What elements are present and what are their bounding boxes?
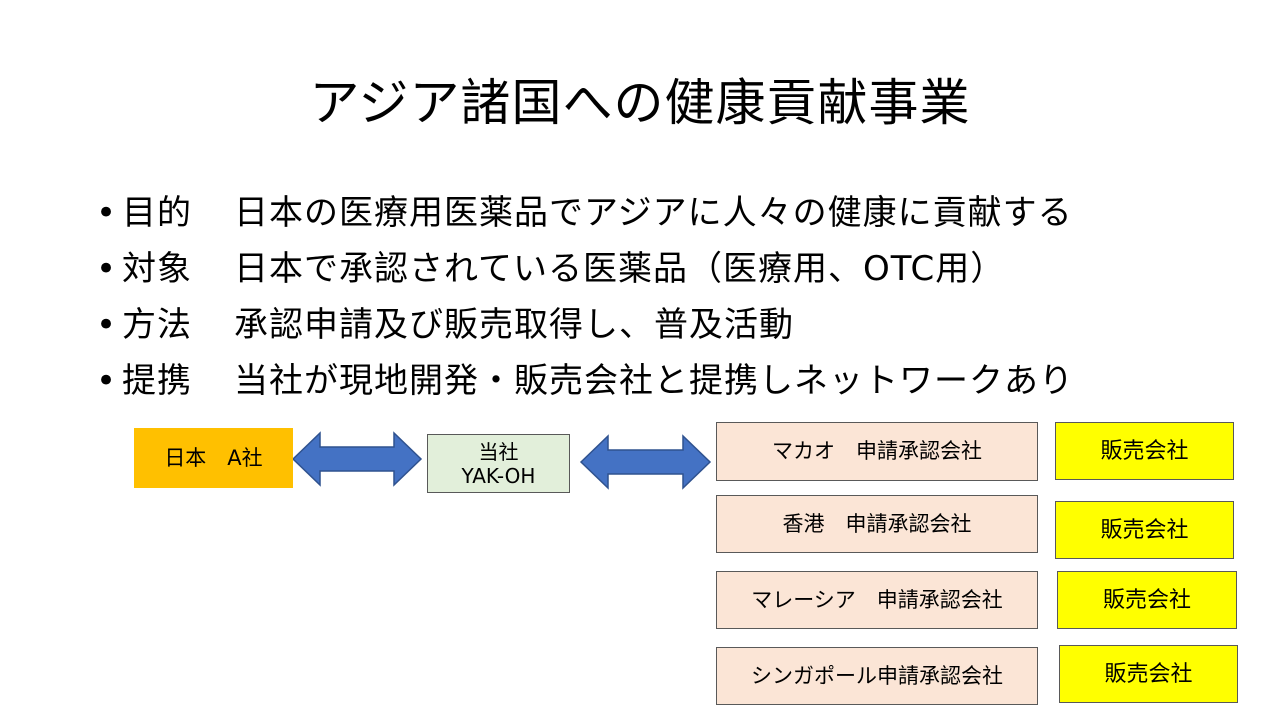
approval-company-label: 香港 申請承認会社 — [782, 511, 972, 536]
slide-title: アジア諸国への健康貢献事業 — [309, 74, 971, 132]
approval-company-label: マレーシア 申請承認会社 — [751, 587, 1003, 612]
japan-company-label: 日本 A社 — [164, 445, 263, 470]
approval-company-singapore: シンガポール申請承認会社 — [716, 647, 1038, 705]
bullet-key: 方法 — [122, 305, 192, 345]
bullet-key: 対象 — [122, 249, 192, 289]
approval-company-hongkong: 香港 申請承認会社 — [716, 495, 1038, 553]
double-arrow-japan-ownco — [291, 431, 423, 487]
sales-company-label: 販売会社 — [1102, 587, 1191, 613]
bullet-marker: • — [96, 361, 118, 401]
bullet-text: 日本の医療用医薬品でアジアに人々の健康に貢献する — [234, 193, 1073, 233]
sales-company-label: 販売会社 — [1100, 438, 1189, 464]
bullet-item-purpose: •目的 日本の医療用医薬品でアジアに人々の健康に貢献する — [96, 188, 1074, 244]
bullet-marker: • — [96, 305, 118, 345]
bullet-text: 承認申請及び販売取得し、普及活動 — [234, 305, 794, 345]
sales-company-singapore: 販売会社 — [1059, 645, 1238, 703]
bullet-marker: • — [96, 193, 118, 233]
approval-company-macau: マカオ 申請承認会社 — [716, 422, 1038, 481]
approval-company-malaysia: マレーシア 申請承認会社 — [716, 571, 1038, 629]
bullet-text: 日本で承認されている医薬品（医療用、OTC用） — [234, 249, 1006, 289]
bullet-marker: • — [96, 249, 118, 289]
double-arrow-ownco-approval — [579, 434, 712, 490]
sales-company-hongkong: 販売会社 — [1055, 501, 1234, 559]
bullet-item-method: •方法 承認申請及び販売取得し、普及活動 — [96, 300, 1074, 356]
own-company-box: 当社 YAK-OH — [427, 434, 570, 493]
sales-company-macau: 販売会社 — [1055, 422, 1234, 480]
bullet-item-target: •対象 日本で承認されている医薬品（医療用、OTC用） — [96, 244, 1074, 300]
bullet-list: •目的日本の医療用医薬品でアジアに人々の健康に貢献する •対象日本で承認されてい… — [96, 188, 1074, 412]
sales-company-label: 販売会社 — [1104, 661, 1193, 687]
bullet-key: 提携 — [122, 361, 192, 401]
own-company-name: YAK-OH — [461, 463, 536, 488]
own-company-label: 当社 — [478, 439, 519, 464]
bullet-key: 目的 — [122, 193, 192, 233]
bullet-item-partnership: •提携 当社が現地開発・販売会社と提携しネットワークあり — [96, 356, 1074, 412]
japan-company-box: 日本 A社 — [134, 428, 293, 488]
approval-company-label: マカオ 申請承認会社 — [772, 439, 982, 463]
bullet-text: 当社が現地開発・販売会社と提携しネットワークあり — [234, 361, 1074, 401]
approval-company-label: シンガポール申請承認会社 — [751, 663, 1003, 688]
sales-company-label: 販売会社 — [1100, 517, 1189, 543]
sales-company-malaysia: 販売会社 — [1057, 571, 1237, 629]
